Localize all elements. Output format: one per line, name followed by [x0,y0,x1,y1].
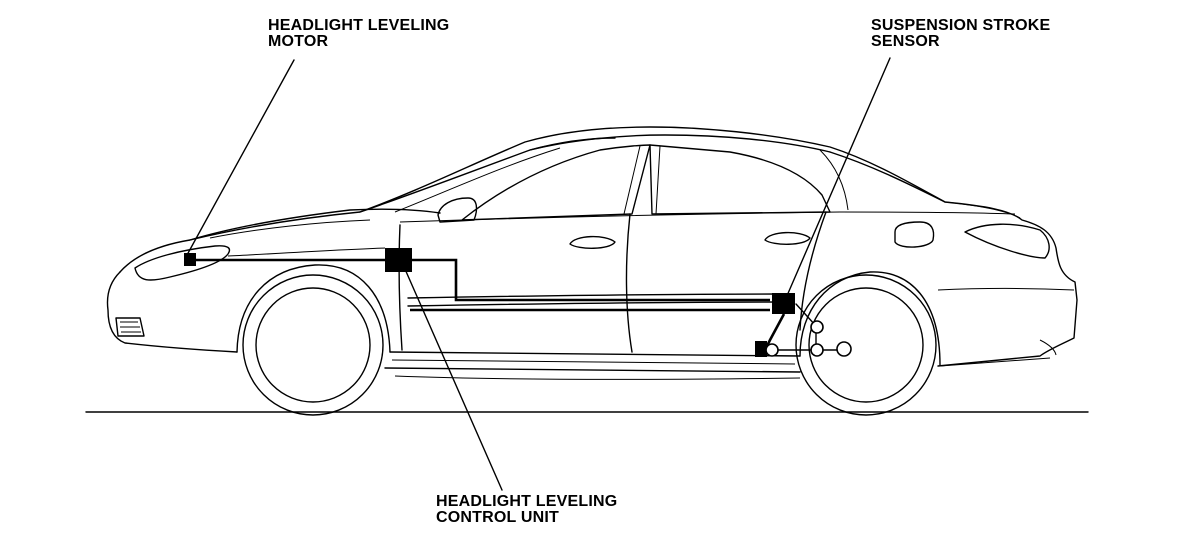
leader-line-motor [186,59,295,256]
front-wheel [242,274,384,416]
wiring-harness [190,258,844,351]
headlight-leveling-motor-marker [184,253,196,266]
sensor-link-pivot-rear [836,341,852,357]
sensor-link-pivot-lower [810,343,824,357]
unit-label-line-2: CONTROL UNIT [436,509,559,526]
motor-label-line-1: HEADLIGHT LEVELING [268,17,450,34]
suspension-stroke-sensor-marker [772,293,795,314]
sensor-link-pivot-upper [810,320,824,334]
suspension-stroke-sensor-label: SUSPENSION STROKE SENSOR [871,18,1050,50]
car-body [106,126,1078,380]
unit-label-line-1: HEADLIGHT LEVELING [436,493,618,510]
control-unit-marker [385,248,412,272]
motor-label-line-2: MOTOR [268,33,329,50]
sensor-label-line-1: SUSPENSION STROKE [871,17,1051,34]
leader-line-unit [400,259,503,491]
headlight-leveling-control-unit-label: HEADLIGHT LEVELING CONTROL UNIT [436,494,617,526]
rear-wheel [795,274,937,416]
headlight-leveling-motor-label: HEADLIGHT LEVELING MOTOR [268,18,449,50]
sensor-connector-marker [755,341,767,357]
leader-line-sensor [785,57,891,299]
sensor-link-pivot-front [765,343,779,357]
sensor-label-line-2: SENSOR [871,33,940,50]
